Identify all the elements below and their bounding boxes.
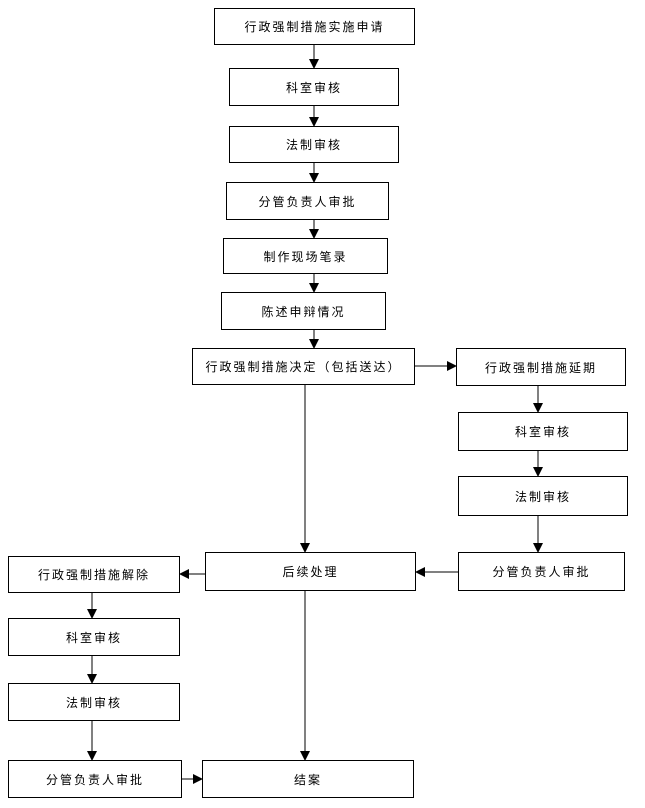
node-apply: 行政强制措施实施申请	[214, 8, 415, 45]
node-decision: 行政强制措施决定（包括送达）	[192, 348, 415, 385]
node-legal-review-3-label: 法制审核	[65, 695, 122, 710]
node-leader-approval-2-label: 分管负责人审批	[492, 565, 591, 579]
node-release: 行政强制措施解除	[8, 556, 180, 593]
node-close: 结案	[202, 760, 414, 798]
node-leader-approval-1-label: 分管负责人审批	[258, 194, 357, 209]
node-release-label: 行政强制措施解除	[37, 568, 150, 582]
node-legal-review-2: 法制审核	[458, 476, 628, 516]
node-dept-review-1: 科室审核	[229, 68, 399, 106]
node-follow-up-label: 后续处理	[282, 565, 339, 579]
node-dept-review-2-label: 科室审核	[514, 425, 571, 439]
node-dept-review-3-label: 科室审核	[65, 630, 122, 645]
node-leader-approval-1: 分管负责人审批	[226, 182, 389, 220]
node-legal-review-1: 法制审核	[229, 126, 399, 163]
node-leader-approval-3-label: 分管负责人审批	[45, 772, 144, 787]
node-legal-review-1-label: 法制审核	[285, 138, 342, 152]
node-dept-review-1-label: 科室审核	[285, 80, 342, 95]
node-decision-label: 行政强制措施决定（包括送达）	[205, 359, 402, 374]
node-dept-review-3: 科室审核	[8, 618, 180, 656]
node-extend: 行政强制措施延期	[456, 348, 626, 386]
node-apply-label: 行政强制措施实施申请	[244, 20, 385, 34]
node-leader-approval-2: 分管负责人审批	[458, 552, 625, 591]
node-record: 制作现场笔录	[223, 238, 388, 274]
node-close-label: 结案	[293, 772, 322, 787]
node-follow-up: 后续处理	[205, 552, 416, 591]
node-record-label: 制作现场笔录	[263, 249, 348, 264]
node-statement: 陈述申辩情况	[221, 292, 386, 330]
node-legal-review-2-label: 法制审核	[514, 489, 571, 504]
node-legal-review-3: 法制审核	[8, 683, 180, 721]
node-extend-label: 行政强制措施延期	[484, 360, 597, 375]
node-statement-label: 陈述申辩情况	[261, 304, 346, 319]
node-dept-review-2: 科室审核	[458, 412, 628, 451]
node-leader-approval-3: 分管负责人审批	[8, 760, 182, 798]
